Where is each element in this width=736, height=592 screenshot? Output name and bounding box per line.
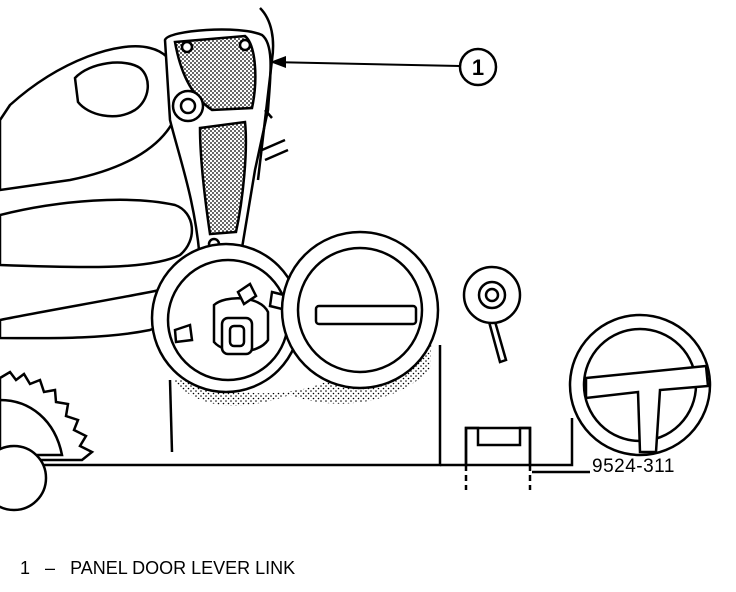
right-hub: [568, 313, 712, 457]
callout-1: 1: [269, 47, 498, 87]
left-hub: [150, 242, 302, 394]
figure-id-label: 9524-311: [592, 456, 675, 477]
legend-item-separator: –: [45, 558, 56, 578]
callout-arrowhead: [270, 56, 286, 68]
small-knob: [462, 265, 522, 364]
gear: [0, 370, 95, 512]
lever-plate: [163, 7, 289, 262]
callout-number: 1: [472, 55, 484, 80]
legend-item-number: 1: [20, 558, 31, 578]
hand: [0, 45, 194, 340]
middle-hub: [280, 230, 440, 390]
callout-circle: [458, 47, 498, 87]
legend: 1 – PANEL DOOR LEVER LINK: [20, 558, 295, 579]
legend-item-label: PANEL DOOR LEVER LINK: [70, 558, 296, 578]
callout-leader-line: [269, 61, 461, 67]
bracket: [464, 426, 590, 490]
